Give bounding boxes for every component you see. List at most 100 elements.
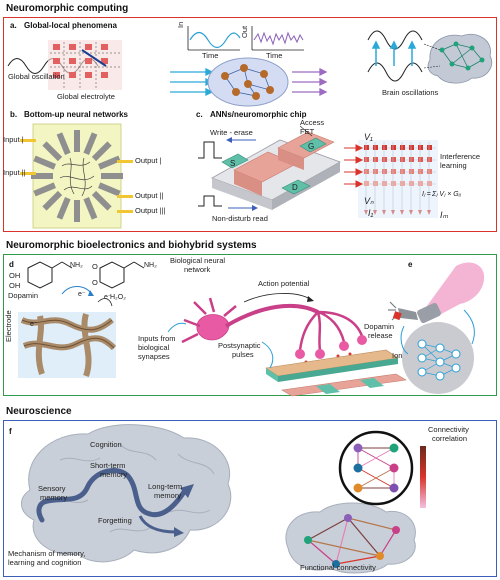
vn-label: Vₙ <box>364 196 374 206</box>
time-axis-label-out: Time <box>266 51 283 60</box>
panel-c-title: ANNs/neuromorphic chip <box>210 110 307 119</box>
section-title-neuromorphic-computing: Neuromorphic computing <box>6 3 129 14</box>
inputs-label-2: biological <box>138 343 170 352</box>
inputs-label-1: Inputs from <box>138 334 176 343</box>
crossbar-cell <box>427 157 432 162</box>
crossbar-cell <box>373 169 378 174</box>
mechanism-label-2: learning and cognition <box>8 558 82 567</box>
electrode-spoke <box>83 132 98 155</box>
crossbar-cell <box>400 169 405 174</box>
crossbar-cell <box>364 157 369 162</box>
electrode-spoke <box>56 132 71 155</box>
quinone-o-label-2: O <box>92 278 98 287</box>
bio-network-label-2: network <box>184 265 211 274</box>
crossbar-cell <box>382 169 387 174</box>
sensory-label-2: memory <box>40 493 68 502</box>
panel-d-letter: d <box>9 260 14 269</box>
crossbar-cell <box>382 145 387 150</box>
electrode-spoke <box>98 182 121 197</box>
neuromorphic-chip-graphic <box>198 125 438 218</box>
electrode-spoke <box>31 173 53 179</box>
postsynaptic-label-1: Postsynaptic <box>218 341 261 350</box>
panel-neuromorphic-computing <box>3 17 497 232</box>
panel-bioelectronics <box>3 254 497 396</box>
panel-a-title: Global-local phenomena <box>24 21 117 30</box>
crossbar-cell <box>400 181 405 186</box>
crossbar-cell <box>364 145 369 150</box>
memory-brain-graphic <box>21 424 426 574</box>
panel-c-letter: c. <box>196 110 203 119</box>
dopamin-release-label-1: Dopamin <box>364 322 395 331</box>
action-potential-label: Action potential <box>258 279 310 288</box>
write-erase-label: Write - erase <box>210 128 253 137</box>
output-3-label: Output ||| <box>135 206 166 215</box>
crossbar-cell <box>400 145 405 150</box>
output-1-label: Output | <box>135 156 162 165</box>
electrode-spoke <box>98 155 121 170</box>
crossbar-cell <box>427 169 432 174</box>
crossbar-cell <box>427 145 432 150</box>
h2o2-label: H₂O₂ <box>110 294 126 301</box>
crossbar-cell <box>409 181 414 186</box>
panel-neuroscience <box>3 420 497 577</box>
nh2-label-1: NH₂ <box>70 262 83 269</box>
brain-network-icon <box>423 33 493 84</box>
functional-connectivity-label: Functional connectivity <box>300 563 376 572</box>
forgetting-label: Forgetting <box>98 516 132 525</box>
electrode-spoke <box>33 182 56 197</box>
electrode-spoke <box>91 190 112 211</box>
electrode-spoke <box>74 130 80 152</box>
global-electrolyte-label: Global electrolyte <box>57 92 115 101</box>
nh2-label-2: NH₂ <box>144 262 157 269</box>
crossbar-cell <box>382 181 387 186</box>
long-term-label-2: memory <box>154 491 182 500</box>
connectivity-label-1: Connectivity <box>428 425 469 434</box>
global-oscillation-graphic <box>7 26 493 107</box>
panel-b-title: Bottom-up neural networks <box>24 110 129 119</box>
crossbar-cell <box>409 145 414 150</box>
electrode-spoke <box>91 141 112 162</box>
short-term-label-1: Short-term <box>90 461 126 470</box>
input-1-label: Input | <box>3 135 24 144</box>
i1-label: I₁ <box>368 208 374 218</box>
source-terminal-label: S <box>230 159 236 168</box>
electron-label-2: e⁻ <box>104 294 112 301</box>
sensory-label-1: Sensory <box>38 484 66 493</box>
crossbar-cell <box>364 181 369 186</box>
bio-network-label-1: Biological neural <box>170 256 226 265</box>
global-oscillation-label: Global oscillation <box>8 72 65 81</box>
current-equation: Iⱼ = Σⱼ Vⱼ × Gᵢⱼ <box>422 191 461 198</box>
connectivity-label-2: correlation <box>432 434 468 443</box>
quinone-o-label-1: O <box>92 262 98 271</box>
gate-terminal-label: G <box>308 142 315 151</box>
oh-label-1: OH <box>9 271 21 280</box>
crossbar-cell <box>364 169 369 174</box>
interference-label: Interference <box>440 152 481 161</box>
non-disturb-read-label: Non-disturb read <box>212 214 268 223</box>
crossbar-cell <box>427 181 432 186</box>
fet-label: FET <box>300 127 315 136</box>
cognition-label: Cognition <box>90 440 122 449</box>
electrode-spoke <box>56 197 71 220</box>
panel-e-letter: e <box>408 260 413 269</box>
drain-terminal-label: D <box>292 183 298 192</box>
crossbar-cell <box>418 181 423 186</box>
oh-label-2: OH <box>9 281 21 290</box>
long-term-label-1: Long-term <box>148 482 183 491</box>
crossbar-cell <box>373 181 378 186</box>
short-term-label-2: memory <box>100 470 128 479</box>
electrode-spoke <box>101 173 123 179</box>
crossbar-cell <box>391 169 396 174</box>
electrode-spoke <box>83 197 98 220</box>
electron-label-1: e⁻ <box>78 291 86 298</box>
electrode-spoke <box>33 155 56 170</box>
crossbar-cell <box>373 145 378 150</box>
prosthetic-arm-graphic <box>388 262 485 394</box>
crossbar-cell <box>382 157 387 162</box>
panel-a-letter: a. <box>10 21 17 30</box>
electrode-spoke <box>42 190 63 211</box>
crossbar-cell <box>391 145 396 150</box>
section-title-neuroscience: Neuroscience <box>6 406 72 417</box>
dopamin-label: Dopamin <box>8 291 39 300</box>
dopamin-release-label-2: release <box>368 331 393 340</box>
